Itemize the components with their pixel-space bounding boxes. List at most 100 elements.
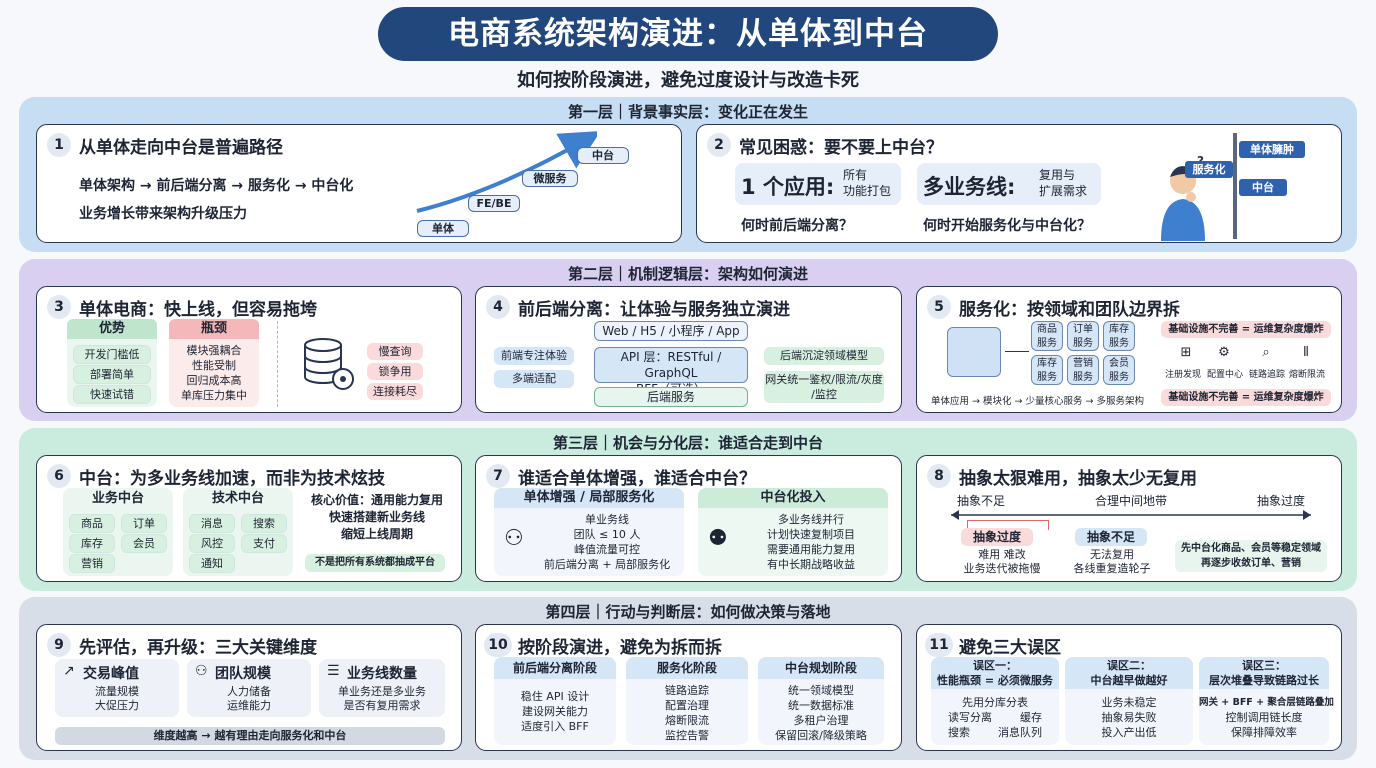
criteria-line: 有中长期战略收益 bbox=[767, 558, 855, 571]
under-line: 无法复用 bbox=[1090, 548, 1134, 561]
sign-service: 服务化 bbox=[1185, 161, 1233, 178]
multi-biz-desc: 复用与 扩展需求 bbox=[1039, 168, 1088, 198]
card-number: 2 bbox=[707, 133, 731, 157]
tech-capability: 支付 bbox=[241, 534, 287, 553]
over-bracket bbox=[967, 520, 1049, 530]
layer-2-heading: 第二层｜机制逻辑层：架构如何演进 bbox=[567, 265, 808, 283]
step-middle-platform: 中台 bbox=[577, 147, 629, 164]
criteria-line: 多业务线并行 bbox=[778, 513, 844, 526]
bottleneck-title: 瓶颈 bbox=[169, 319, 259, 339]
criteria-line: 前后端分离 + 局部服务化 bbox=[543, 558, 671, 571]
biz-capability: 订单 bbox=[121, 514, 167, 533]
card-number: 4 bbox=[486, 295, 510, 319]
over-line: 难用 难改 bbox=[978, 548, 1026, 561]
dimension-box: ⚇ 团队规模 人力储备 运维能力 bbox=[187, 659, 311, 717]
advantage-box: 优势 开发门槛低 部署简单 快速试错 bbox=[67, 319, 157, 407]
card-title: 服务化：按领域和团队边界拆 bbox=[959, 300, 1180, 320]
card-title: 中台：为多业务线加速，而非为技术炫技 bbox=[79, 469, 385, 489]
bottleneck-item: 性能受制 bbox=[192, 359, 236, 372]
stage-item: 链路追踪 bbox=[665, 684, 709, 697]
stage-title: 中台规划阶段 bbox=[758, 657, 884, 679]
stage-item: 多租户治理 bbox=[793, 714, 849, 727]
mistake-item: 网关 + BFF + 聚合层链路叠加 bbox=[1199, 697, 1334, 708]
growth-arrow-icon bbox=[416, 131, 597, 213]
card-number: 11 bbox=[925, 633, 953, 657]
biz-capability: 会员 bbox=[121, 534, 167, 553]
trend-icon: ↗ bbox=[63, 663, 75, 679]
card-8: 8 抽象太狠难用，抽象太少无复用 抽象不足 合理中间地带 抽象过度 抽象过度 难… bbox=[916, 455, 1342, 582]
single-app-label: 1 个应用: bbox=[741, 175, 835, 199]
layer-4-heading: 第四层｜行动与判断层：如何做决策与落地 bbox=[545, 603, 831, 621]
scale-left: 抽象不足 bbox=[957, 494, 1006, 508]
layer-3-heading: 第三层｜机会与分化层：谁适合走到中台 bbox=[552, 434, 823, 452]
card-number: 8 bbox=[927, 464, 951, 488]
biz-capability: 营销 bbox=[69, 554, 115, 573]
card-title: 谁适合单体增强，谁适合中台？ bbox=[518, 469, 756, 489]
stage-title: 前后端分离阶段 bbox=[494, 657, 616, 679]
tech-platform-box: 技术中台 消息 搜索 风控 支付 通知 bbox=[183, 488, 293, 576]
frontend-focus: 前端专注体验 bbox=[494, 347, 574, 365]
scale-right: 抽象过度 bbox=[1257, 494, 1306, 508]
dimension-box: ↗ 交易峰值 流量规模 大促压力 bbox=[55, 659, 179, 717]
client-layer: Web / H5 / 小程序 / App bbox=[594, 321, 748, 341]
stage-item: 保留回滚/降级策略 bbox=[775, 729, 867, 742]
chart-icon: ⫴ bbox=[1303, 345, 1309, 360]
mistake-item: 业务未稳定 bbox=[1101, 696, 1157, 709]
question-fe-be: 何时前后端分离？ bbox=[741, 218, 853, 234]
business-platform-box: 业务中台 商品 订单 库存 会员 营销 bbox=[63, 488, 173, 576]
multi-biz-label: 多业务线: bbox=[923, 175, 1016, 199]
mistake-item: 控制调用链长度 bbox=[1225, 711, 1303, 724]
monolith-enhance-title: 单体增强 / 局部服务化 bbox=[494, 488, 684, 508]
dimension-box: ☰ 业务线数量 单业务还是多业务 是否有复用需求 bbox=[319, 659, 445, 717]
card-title: 前后端分离：让体验与服务独立演进 bbox=[518, 300, 790, 320]
question-service: 何时开始服务化与中台化？ bbox=[923, 218, 1091, 234]
mistake-item: 保障排障效率 bbox=[1231, 726, 1297, 739]
database-icon bbox=[304, 338, 354, 390]
gear-icon: ⚙ bbox=[1218, 345, 1230, 360]
bottleneck-item: 单库压力集中 bbox=[181, 389, 247, 402]
card-title: 按阶段演进，避免为拆而拆 bbox=[518, 638, 722, 658]
backend-domain-model: 后端沉淀领域模型 bbox=[764, 347, 884, 365]
service-box: 订单 服务 bbox=[1067, 321, 1099, 351]
biz-capability: 库存 bbox=[69, 534, 115, 553]
grid-icon: ⊞ bbox=[1180, 345, 1192, 360]
service-box: 商品 服务 bbox=[1031, 321, 1063, 351]
stage-title: 服务化阶段 bbox=[626, 657, 748, 679]
dimension-desc: 人力储备 运维能力 bbox=[227, 685, 271, 712]
dimension-title: 业务线数量 bbox=[347, 666, 417, 682]
card-number: 10 bbox=[484, 633, 512, 657]
mistake-box: 误区一： 性能瓶颈 = 必须微服务 先用分库分表 读写分离 缓存 搜索 消息队列 bbox=[931, 657, 1059, 745]
card-number: 3 bbox=[47, 295, 71, 319]
single-app-box: 1 个应用: 所有 功能打包 bbox=[735, 163, 901, 205]
criteria-line: 单业务线 bbox=[585, 513, 629, 526]
tech-capability: 风控 bbox=[189, 534, 235, 553]
stage-box: 服务化阶段 链路追踪 配置治理 熔断限流 监控告警 bbox=[626, 657, 748, 745]
api-layer: API 层：RESTful / GraphQL BFF（可选） bbox=[594, 347, 748, 396]
page-subtitle: 如何按阶段演进，避免过度设计与改造卡死 bbox=[517, 70, 859, 91]
mistake-item: 读写分离 缓存 bbox=[948, 711, 1042, 724]
criteria-line: 计划快速复制项目 bbox=[767, 528, 855, 541]
tool-label: 注册发现 bbox=[1164, 370, 1201, 380]
mistake-title: 误区一： 性能瓶颈 = 必须微服务 bbox=[931, 657, 1059, 689]
stage-item: 建设网关能力 bbox=[522, 705, 588, 718]
advantage-item: 开发门槛低 bbox=[73, 345, 151, 364]
db-issue-lock: 锁争用 bbox=[367, 363, 423, 380]
mistake-item: 搜索 消息队列 bbox=[948, 726, 1042, 739]
card-7: 7 谁适合单体增强，谁适合中台？ 单体增强 / 局部服务化 ⚇ 单业务线 团队 … bbox=[475, 455, 902, 582]
search-icon: ⌕ bbox=[1262, 345, 1270, 360]
tool-label: 链路追踪 bbox=[1248, 370, 1285, 380]
multi-biz-box: 多业务线: 复用与 扩展需求 bbox=[917, 163, 1101, 205]
monolith-block bbox=[947, 327, 1001, 377]
mistake-item: 抽象易失败 bbox=[1101, 711, 1157, 724]
bottleneck-box: 瓶颈 模块强耦合 性能受制 回归成本高 单库压力集中 bbox=[169, 319, 259, 407]
card-title: 单体电商：快上线，但容易拖垮 bbox=[79, 300, 317, 320]
multi-client: 多端适配 bbox=[494, 370, 574, 388]
card-2: 2 常见困惑：要不要上中台？ 1 个应用: 所有 功能打包 多业务线: 复用与 … bbox=[696, 124, 1342, 243]
platform-invest-box: 中台化投入 ⚉ 多业务线并行 计划快速复制项目 需要通用能力复用 有中长期战略收… bbox=[698, 488, 888, 576]
db-issue-connections: 连接耗尽 bbox=[367, 383, 423, 400]
card-9: 9 先评估，再升级：三大关键维度 ↗ 交易峰值 流量规模 大促压力 ⚇ 团队规模… bbox=[36, 624, 462, 751]
sign-monolith: 单体臃肿 bbox=[1239, 141, 1305, 158]
scale-middle: 合理中间地带 bbox=[1095, 494, 1168, 508]
card-number: 6 bbox=[47, 464, 71, 488]
card-title: 抽象太狠难用，抽象太少无复用 bbox=[959, 469, 1197, 489]
